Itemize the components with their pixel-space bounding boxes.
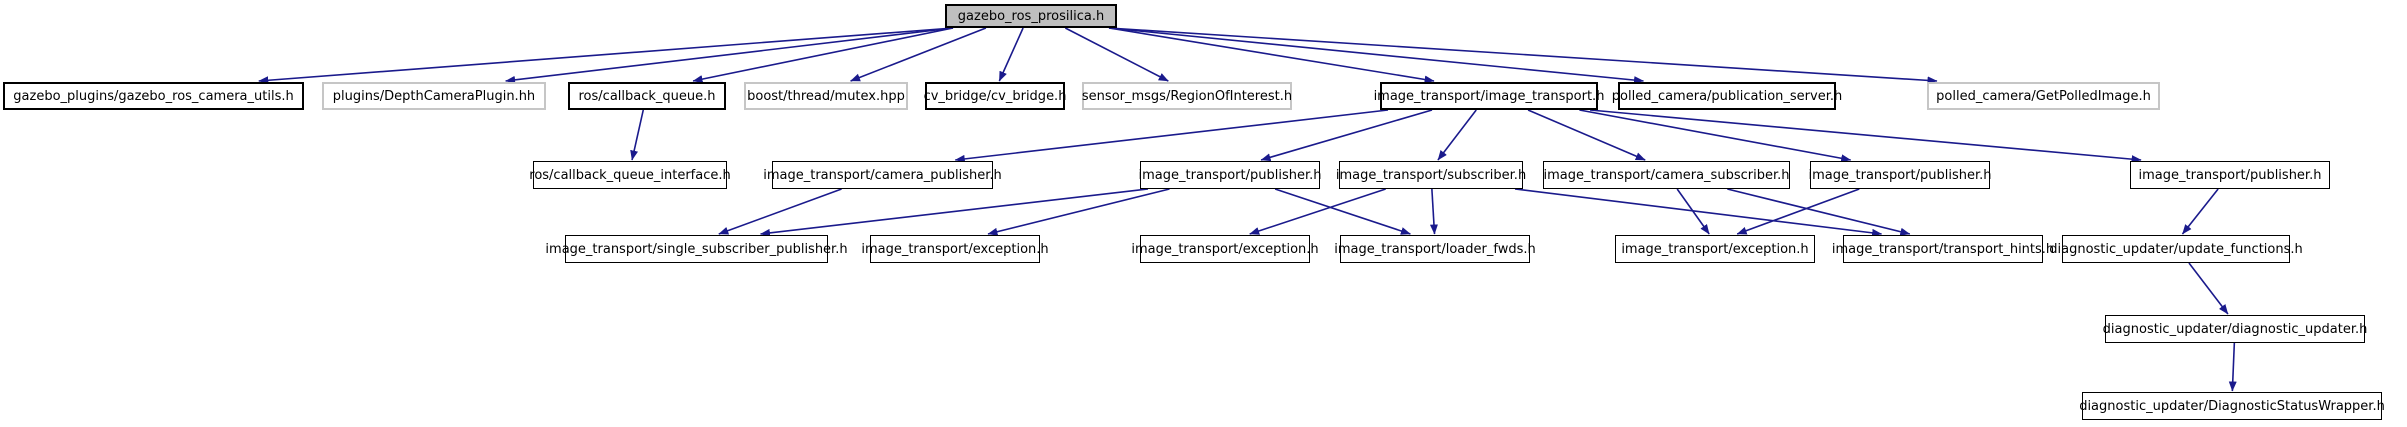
graph-node-p2[interactable]: image_transport/exception.h [861, 235, 1049, 263]
graph-node-m4[interactable]: image_transport/subscriber.h [1336, 161, 1526, 189]
graph-node-n1[interactable]: gazebo_plugins/gazebo_ros_camera_utils.h [3, 82, 304, 110]
graph-node-n3[interactable]: ros/callback_queue.h [568, 82, 726, 110]
edge-root-n2 [505, 27, 954, 84]
graph-node-n4: boost/thread/mutex.hpp [744, 82, 908, 110]
graph-node-m3[interactable]: image_transport/publisher.h [1139, 161, 1321, 189]
graph-node-root: gazebo_ros_prosilica.h [945, 4, 1117, 28]
edge-m4-p3 [1249, 188, 1386, 235]
edge-m4-p6 [1514, 188, 1883, 237]
graph-node-n5[interactable]: cv_bridge/cv_bridge.h [924, 82, 1066, 110]
edge-root-n1 [258, 27, 954, 85]
graph-node-m1[interactable]: ros/callback_queue_interface.h [529, 161, 731, 189]
graph-node-p5[interactable]: image_transport/exception.h [1615, 235, 1815, 263]
edge-n7-m5 [1527, 109, 1646, 161]
graph-node-q2[interactable]: diagnostic_updater/DiagnosticStatusWrapp… [2079, 392, 2385, 420]
graph-node-n8[interactable]: polled_camera/publication_server.h [1612, 82, 1842, 110]
graph-node-n2: plugins/DepthCameraPlugin.hh [322, 82, 546, 110]
graph-node-n6: sensor_msgs/RegionOfInterest.h [1082, 82, 1292, 110]
edge-m2-p1 [718, 188, 842, 235]
edge-m7-p7 [2181, 188, 2219, 235]
graph-node-m7[interactable]: image_transport/publisher.h [2130, 161, 2330, 189]
graph-node-m5[interactable]: image_transport/camera_subscriber.h [1543, 161, 1790, 189]
graph-node-p3[interactable]: image_transport/exception.h [1131, 235, 1319, 263]
edge-n3-m1 [630, 109, 645, 161]
graph-node-n9: polled_camera/GetPolledImage.h [1927, 82, 2160, 110]
edge-root-n5 [998, 27, 1024, 82]
edge-m6-p5 [1736, 188, 1860, 235]
graph-node-p6[interactable]: image_transport/transport_hints.h [1832, 235, 2054, 263]
edge-root-n7 [1108, 27, 1435, 84]
edge-m3-p1 [760, 188, 1149, 237]
edge-root-n8 [1108, 27, 1644, 85]
graph-node-p7[interactable]: diagnostic_updater/update_functions.h [2049, 235, 2303, 263]
edge-n7-m2 [954, 109, 1389, 163]
edge-m3-p2 [987, 188, 1170, 236]
edge-m5-p6 [1727, 188, 1911, 236]
edge-root-n6 [1064, 27, 1169, 82]
graph-node-n7[interactable]: image_transport/image_transport.h [1374, 82, 1604, 110]
graph-node-p4[interactable]: image_transport/loader_fwds.h [1334, 235, 1536, 263]
edge-n7-m4 [1437, 109, 1477, 161]
edge-root-n9 [1108, 27, 1938, 85]
edge-n7-m7 [1589, 109, 2142, 164]
graph-node-m2[interactable]: image_transport/camera_publisher.h [763, 161, 1002, 189]
edge-n7-m6 [1579, 109, 1852, 163]
edge-root-n3 [692, 27, 954, 84]
edge-m5-p5 [1676, 188, 1710, 235]
edge-q1-q2 [2228, 342, 2237, 392]
edge-n7-m3 [1260, 109, 1433, 162]
edge-root-n4 [850, 27, 987, 82]
graph-node-m6[interactable]: image_transport/publisher.h [1809, 161, 1991, 189]
edge-p7-q1 [2188, 262, 2229, 315]
edge-m4-p4 [1429, 188, 1438, 235]
edge-m3-p4 [1274, 188, 1411, 235]
graph-node-p1[interactable]: image_transport/single_subscriber_publis… [545, 235, 848, 263]
graph-node-q1[interactable]: diagnostic_updater/diagnostic_updater.h [2103, 315, 2367, 343]
